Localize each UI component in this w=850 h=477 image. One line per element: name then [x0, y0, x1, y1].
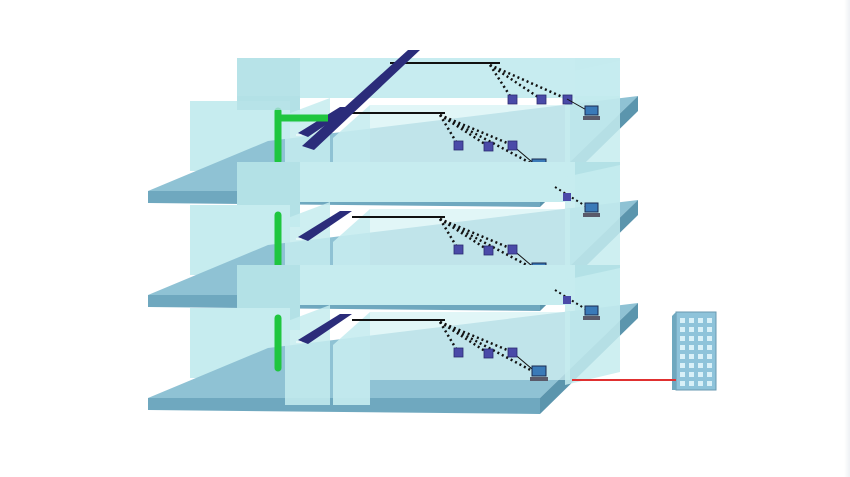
back-wall: [300, 162, 620, 202]
building-side: [672, 312, 676, 390]
building-window: [680, 345, 685, 350]
building-window: [698, 354, 703, 359]
building-window: [680, 372, 685, 377]
floor-slab-front: [148, 398, 540, 414]
slide-edge: [844, 0, 850, 477]
monitor-screen: [584, 305, 599, 316]
workstation-icon: [530, 365, 548, 381]
building-window: [689, 345, 694, 350]
building-window: [680, 327, 685, 332]
network-outlet-icon: [563, 296, 571, 304]
room-wall-right: [565, 268, 620, 385]
building-window: [707, 381, 712, 386]
monitor-screen: [531, 365, 547, 377]
building-window: [689, 336, 694, 341]
fanout-cable: [438, 321, 460, 353]
building-window: [707, 345, 712, 350]
fanout-cable: [439, 113, 539, 169]
upper-fanout-cable: [489, 63, 568, 101]
fanout-cable-rear: [554, 289, 588, 311]
workstation-icon: [583, 202, 600, 217]
network-outlet-icon: [483, 141, 494, 152]
fanout-cable: [439, 320, 513, 354]
main-diagonal-backbone: [302, 50, 420, 150]
building-window: [698, 318, 703, 323]
building-window: [689, 381, 694, 386]
building-window: [680, 354, 685, 359]
building-window: [707, 363, 712, 368]
network-outlet-icon: [536, 94, 547, 105]
fanout-cable: [438, 114, 460, 146]
vertical-backbone-top: [274, 114, 328, 158]
fanout-cable: [439, 320, 539, 376]
upper-storey: [237, 58, 620, 120]
network-outlet-icon: [483, 245, 494, 256]
building-window: [698, 363, 703, 368]
partition-wall-center: [333, 312, 370, 405]
network-outlet-icon: [563, 193, 571, 201]
network-outlet-icon: [483, 348, 494, 359]
building-window: [680, 363, 685, 368]
keyboard-base: [583, 116, 600, 120]
room-wall-back: [370, 105, 570, 173]
building-window: [707, 327, 712, 332]
building-window: [689, 318, 694, 323]
upper-fanout-cable: [488, 64, 514, 100]
fanout-cable: [438, 218, 460, 250]
network-outlet-icon: [453, 347, 464, 358]
keyboard-base: [530, 377, 548, 381]
room-wall-back: [370, 312, 570, 380]
building-window: [689, 327, 694, 332]
workstation-icon: [583, 305, 600, 320]
building-window: [698, 345, 703, 350]
building-window: [698, 336, 703, 341]
workstation-icon: [583, 105, 600, 120]
monitor-screen: [584, 105, 599, 116]
back-wall: [300, 265, 620, 305]
building-window: [680, 381, 685, 386]
building-window: [689, 354, 694, 359]
partition-wall-left: [285, 305, 330, 405]
network-outlet-icon: [507, 140, 518, 151]
network-outlet-icon: [507, 94, 518, 105]
building-window: [707, 318, 712, 323]
building-window: [689, 372, 694, 377]
building-window: [689, 363, 694, 368]
building-facade: [675, 311, 717, 391]
keyboard-base: [583, 213, 600, 217]
horizontal-backbone: [298, 211, 352, 241]
building-window: [707, 372, 712, 377]
building-window: [680, 336, 685, 341]
upper-fanout-cable: [489, 63, 542, 101]
room-wall-right: [565, 165, 620, 282]
building-window: [698, 327, 703, 332]
keyboard-base: [583, 316, 600, 320]
network-outlet-icon: [453, 244, 464, 255]
fanout-cable: [439, 217, 513, 251]
upper-left-wall: [237, 58, 300, 110]
floor-bottom: [148, 265, 638, 414]
network-outlet-icon: [453, 140, 464, 151]
network-outlet-icon: [507, 244, 518, 255]
office-building-icon: [672, 311, 717, 391]
monitor-screen: [584, 202, 599, 213]
horizontal-backbone: [298, 314, 352, 344]
fanout-cable: [439, 113, 513, 147]
building-window: [698, 372, 703, 377]
network-outlet-icon: [507, 347, 518, 358]
building-window: [698, 381, 703, 386]
building-window: [680, 318, 685, 323]
building-window: [707, 354, 712, 359]
fanout-cable-rear: [554, 186, 588, 208]
fanout-cable: [439, 217, 539, 273]
room-wall-back: [370, 209, 570, 277]
building-window: [707, 336, 712, 341]
